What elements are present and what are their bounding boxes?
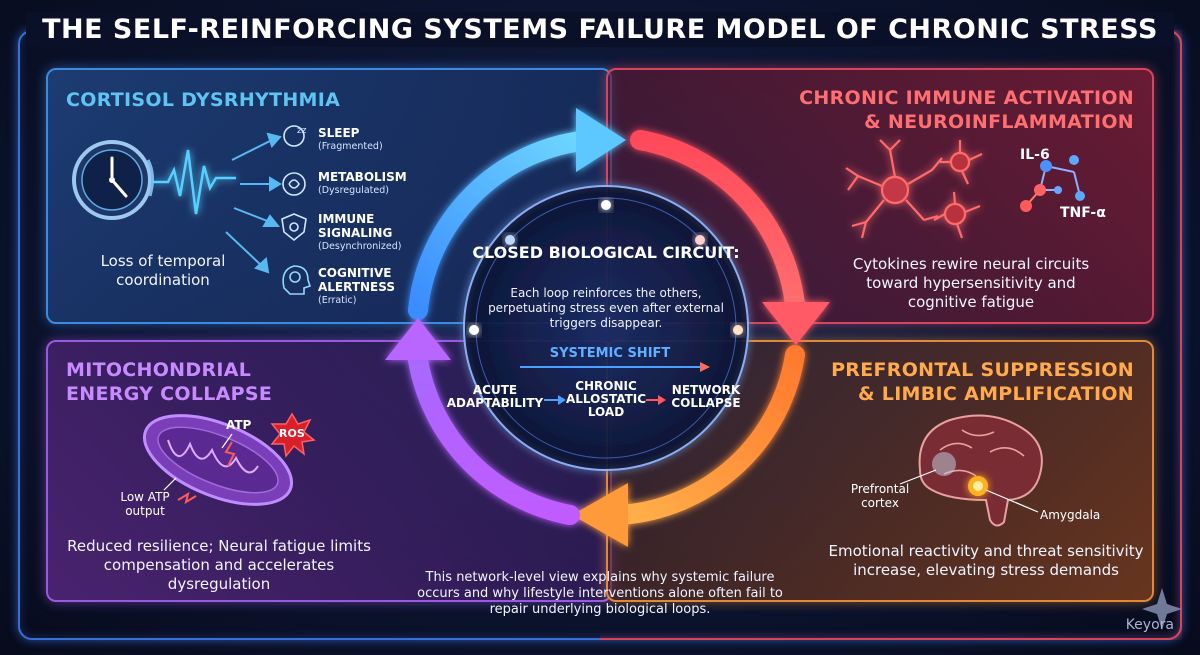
brain-head-icon (282, 265, 312, 295)
immune-title-line2: & NEUROINFLAMMATION (864, 111, 1134, 133)
il6-label: IL-6 (1020, 147, 1050, 163)
prefrontal-cortex-label: Prefrontal cortex (850, 482, 910, 510)
cortisol-item-sleep: SLEEP (Fragmented) (318, 126, 383, 154)
systemic-shift-arrows (520, 362, 710, 405)
ros-burst-icon (270, 412, 316, 458)
svg-text:zz: zz (297, 126, 307, 136)
sleep-icon: zz (283, 125, 307, 147)
cortisol-branch-arrows (225, 132, 282, 274)
stage-chronic: CHRONIC ALLOSTATIC LOAD (566, 379, 647, 419)
pulse-wave-icon (152, 149, 236, 215)
item-sub: (Desynchronized) (318, 241, 402, 252)
arrow-blue (408, 130, 600, 320)
item-label: SLEEP (318, 126, 360, 140)
page-title: THE SELF-REINFORCING SYSTEMS FAILURE MOD… (26, 12, 1174, 47)
atp-label: ATP (226, 418, 252, 432)
ros-label: ROS (279, 427, 305, 440)
cycle-arrows (385, 108, 830, 547)
footnote: This network-level view explains why sys… (417, 570, 783, 617)
immune-title-line1: CHRONIC IMMUNE ACTIVATION (799, 87, 1134, 109)
low-atp-label: Low ATP output (120, 490, 170, 518)
stage-acute: ACUTE ADAPTABILITY (446, 383, 544, 410)
item-sub: (Fragmented) (318, 141, 383, 152)
arrow-red-head (762, 302, 830, 345)
clock-icon (72, 140, 155, 220)
low-atp-pointer (163, 477, 177, 491)
mito-description: Reduced resilience; Neural fatigue limit… (67, 537, 371, 593)
prefrontal-description: Emotional reactivity and threat sensitiv… (828, 542, 1144, 579)
tnf-label: TNF-α (1060, 205, 1106, 221)
cytokine-molecule-icon (1020, 155, 1085, 212)
immune-title: CHRONIC IMMUNE ACTIVATION & NEUROINFLAMM… (799, 86, 1134, 134)
item-sub: (Erratic) (318, 295, 357, 306)
title-bar: THE SELF-REINFORCING SYSTEMS FAILURE MOD… (0, 12, 1200, 47)
item-label: IMMUNE SIGNALING (318, 212, 393, 240)
prefrontal-title-line1: PREFRONTAL SUPPRESSION (831, 359, 1134, 381)
cortex-pointer (899, 469, 937, 485)
center-disc (463, 185, 749, 471)
mito-title-line1: MITOCHONDRIAL (66, 359, 252, 381)
arrow-orange (610, 345, 805, 525)
immune-description: Cytokines rewire neural circuits toward … (852, 255, 1090, 311)
shield-virus-icon (281, 213, 307, 242)
center-text: Each loop reinforces the others, perpetu… (488, 286, 724, 330)
arrow-orange-head (572, 483, 628, 547)
lightning-icon (177, 441, 236, 505)
cortisol-description: Loss of temporal coordination (100, 252, 226, 289)
center-title: CLOSED BIOLOGICAL CIRCUIT: (472, 243, 740, 262)
brand-sparkle-icon (1142, 588, 1182, 630)
mito-title-line2: ENERGY COLLAPSE (66, 383, 273, 405)
mitochondrion-icon (142, 414, 294, 506)
cortisol-item-metabolism: METABOLISM (Dysregulated) (318, 170, 407, 198)
arrow-purple-head (385, 318, 451, 360)
atp-pointer (221, 433, 233, 449)
metabolism-icon (282, 172, 306, 196)
cortisol-item-cognitive: COGNITIVE ALERTNESS (Erratic) (318, 266, 408, 308)
amygdala-pointer (985, 489, 1039, 513)
circuit-nodes (469, 200, 743, 335)
arrow-purple (408, 350, 580, 525)
item-label: COGNITIVE ALERTNESS (318, 266, 396, 294)
item-label: METABOLISM (318, 170, 407, 184)
systemic-shift-label: SYSTEMIC SHIFT (549, 346, 671, 361)
mito-title: MITOCHONDRIAL ENERGY COLLAPSE (66, 358, 272, 406)
cortisol-item-immune: IMMUNE SIGNALING (Desynchronized) (318, 212, 418, 254)
neuron-icon (845, 139, 983, 239)
arrow-blue-head (576, 108, 626, 172)
item-sub: (Dysregulated) (318, 185, 389, 196)
cortisol-title: CORTISOL DYSRHYTHMIA (66, 89, 341, 111)
arrow-red (630, 130, 805, 315)
brand-logo: Keyora (1125, 617, 1174, 633)
amygdala-label: Amygdala (1040, 508, 1101, 522)
stage-network: NETWORK COLLAPSE (671, 383, 741, 410)
prefrontal-title-line2: & LIMBIC AMPLIFICATION (858, 383, 1134, 405)
prefrontal-title: PREFRONTAL SUPPRESSION & LIMBIC AMPLIFIC… (831, 358, 1134, 406)
brain-icon (918, 414, 1043, 527)
